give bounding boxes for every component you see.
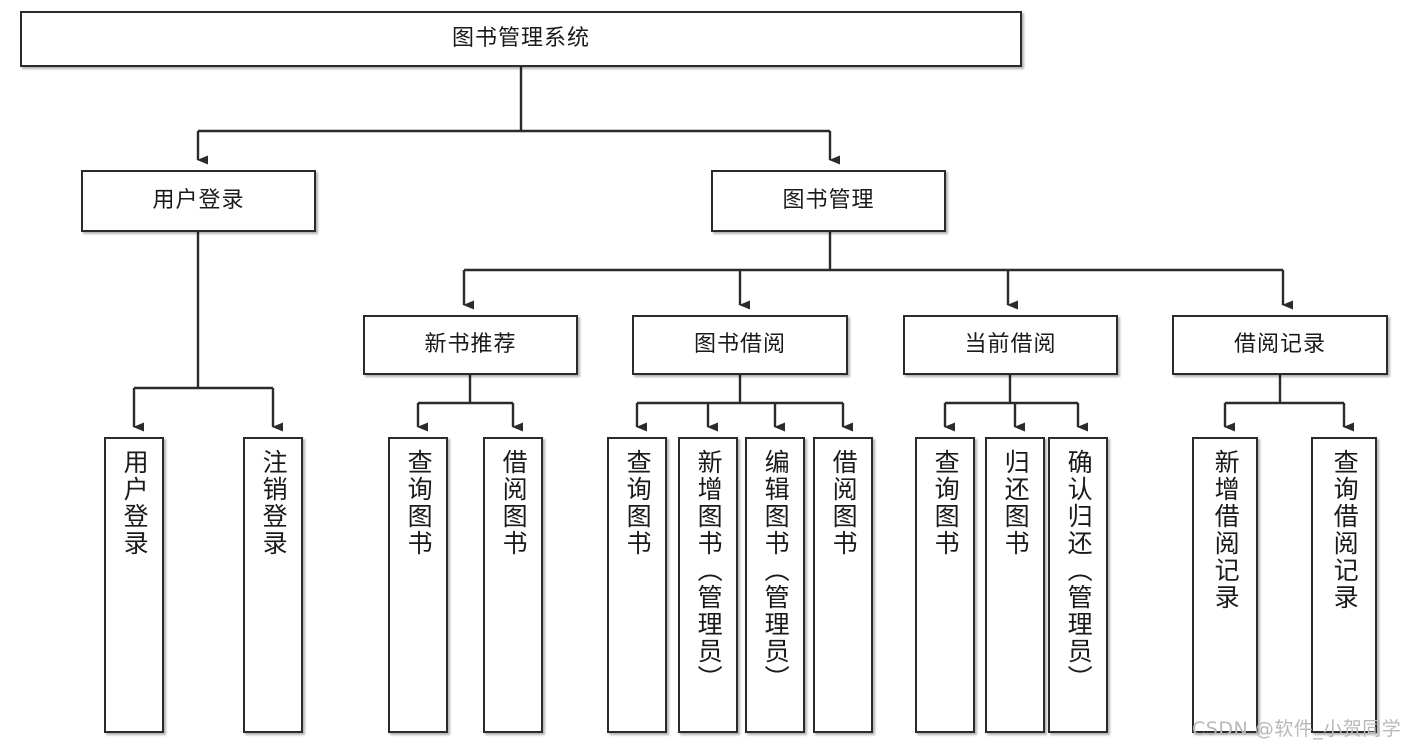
- node-leaf-return-book[interactable]: 归还图书: [985, 437, 1045, 733]
- node-user-login[interactable]: 用户登录: [81, 170, 316, 232]
- node-new-book-rec[interactable]: 新书推荐: [363, 315, 578, 375]
- node-leaf-add-record[interactable]: 新增借阅记录: [1192, 437, 1258, 733]
- node-leaf-borrow-book-1-label: 借阅图书: [499, 449, 529, 557]
- node-leaf-edit-book[interactable]: 编辑图书（管理员）: [745, 437, 805, 733]
- node-leaf-user-login[interactable]: 用户登录: [104, 437, 164, 733]
- node-current-borrow[interactable]: 当前借阅: [903, 315, 1118, 375]
- node-leaf-query-book-3[interactable]: 查询图书: [915, 437, 975, 733]
- node-root[interactable]: 图书管理系统: [20, 11, 1022, 67]
- node-book-borrow-label: 图书借阅: [693, 332, 786, 358]
- node-leaf-add-book[interactable]: 新增图书（管理员）: [678, 437, 738, 733]
- node-root-label: 图书管理系统: [451, 26, 590, 52]
- node-leaf-query-book-3-label: 查询图书: [931, 449, 961, 557]
- node-book-borrow[interactable]: 图书借阅: [632, 315, 848, 375]
- node-leaf-query-book-2-label: 查询图书: [623, 449, 653, 557]
- node-borrow-record[interactable]: 借阅记录: [1172, 315, 1388, 375]
- node-leaf-edit-book-label: 编辑图书（管理员）: [761, 449, 791, 692]
- node-leaf-confirm-return[interactable]: 确认归还（管理员）: [1048, 437, 1108, 733]
- node-leaf-add-record-label: 新增借阅记录: [1211, 449, 1241, 611]
- node-leaf-query-record-label: 查询借阅记录: [1330, 449, 1360, 611]
- node-leaf-user-logout-label: 注销登录: [259, 449, 289, 557]
- node-book-manage[interactable]: 图书管理: [711, 170, 946, 232]
- node-leaf-user-login-label: 用户登录: [120, 449, 150, 557]
- node-leaf-query-record[interactable]: 查询借阅记录: [1311, 437, 1377, 733]
- node-leaf-query-book-2[interactable]: 查询图书: [607, 437, 667, 733]
- node-leaf-user-logout[interactable]: 注销登录: [243, 437, 303, 733]
- node-leaf-borrow-book-2-label: 借阅图书: [829, 449, 859, 557]
- node-leaf-query-book-1-label: 查询图书: [404, 449, 434, 557]
- node-user-login-label: 用户登录: [152, 188, 245, 214]
- node-leaf-borrow-book-2[interactable]: 借阅图书: [813, 437, 873, 733]
- node-leaf-borrow-book-1[interactable]: 借阅图书: [483, 437, 543, 733]
- node-leaf-return-book-label: 归还图书: [1001, 449, 1031, 557]
- node-book-manage-label: 图书管理: [782, 188, 875, 214]
- node-current-borrow-label: 当前借阅: [964, 332, 1057, 358]
- node-leaf-confirm-return-label: 确认归还（管理员）: [1064, 449, 1094, 692]
- node-new-book-rec-label: 新书推荐: [424, 332, 517, 358]
- node-leaf-query-book-1[interactable]: 查询图书: [388, 437, 448, 733]
- node-borrow-record-label: 借阅记录: [1233, 332, 1326, 358]
- csdn-watermark: CSDN @软件_小贺同学: [1192, 718, 1402, 740]
- node-leaf-add-book-label: 新增图书（管理员）: [694, 449, 724, 692]
